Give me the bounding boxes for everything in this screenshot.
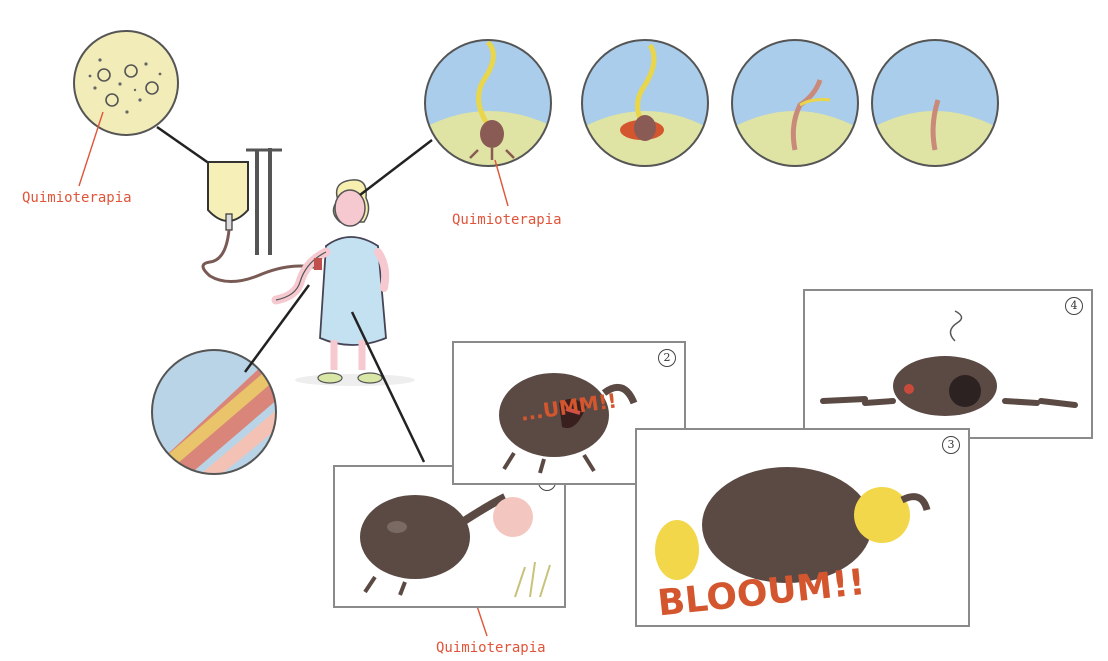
caption-pointer-bag	[79, 112, 103, 186]
tree-stage-circle-2	[578, 38, 718, 170]
cancer-cell-panel-4: 4	[803, 289, 1093, 439]
caption-pointer-tree	[495, 160, 508, 206]
blood-cells-magnified-circle	[74, 31, 178, 135]
arrow-tree-to-patient	[360, 140, 432, 195]
caption-chemotherapy-bag: Quimioterapia	[22, 190, 132, 206]
panel-number-3: 3	[942, 436, 960, 454]
patient-figure	[276, 180, 415, 386]
tree-stage-circle-1	[420, 38, 560, 170]
tree-stage-circle-4	[868, 38, 1008, 170]
panel-number-2: 2	[658, 349, 676, 367]
cancer-cell-panel-1: 1	[333, 465, 566, 608]
tree-stage-circle-3	[728, 38, 868, 170]
blood-vessel-magnified-circle	[140, 330, 300, 500]
caption-chemotherapy-tree: Quimioterapia	[452, 212, 562, 228]
panel-number-4: 4	[1065, 297, 1083, 315]
iv-drip-bag	[203, 148, 318, 282]
cancer-cell-panel-3: BLOOUM!! 3	[635, 428, 970, 627]
caption-chemotherapy-cancer-cell: Quimioterapia	[436, 640, 546, 656]
arrow-body-to-panel1	[352, 312, 424, 462]
